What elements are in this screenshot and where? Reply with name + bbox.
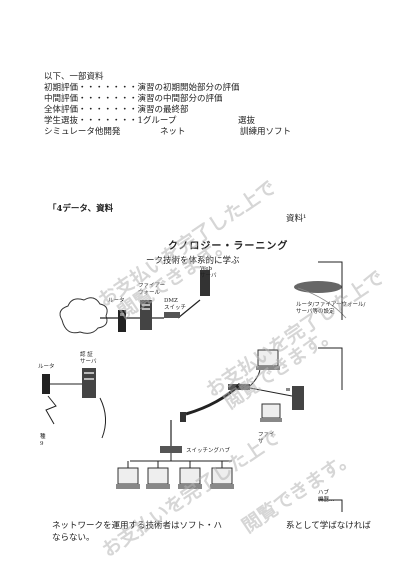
intro-line-3: 全体評価・・・・・・・演習の最終部 [44, 105, 189, 115]
monitor-middle-right [261, 403, 281, 419]
bottom-left-label: 種 9 [40, 434, 46, 447]
firewall-label: ファイアー ウォール [138, 283, 166, 296]
dmz-label: DMZ スイッチ [164, 298, 187, 311]
left-router-device [42, 374, 50, 394]
router-label: ルータ [108, 298, 125, 304]
switching-hub-device [160, 446, 182, 453]
document-subtitle: ーク技術を体系的に学ぶ [146, 256, 240, 266]
document-title: クノロジー・ラーニング [168, 241, 289, 252]
router-settings-label: ルータ/ファイアーウォール/ サーバ等の設定 [296, 302, 366, 315]
section-heading: 「4データ、資料 [48, 204, 114, 214]
file-server-label: ファイ ザ [258, 432, 275, 445]
router-device [118, 310, 126, 332]
right-bracket-top [318, 261, 343, 320]
auth-server-label: 認 証 サーバ [80, 352, 97, 365]
web-server-label: Web サーバ [200, 266, 217, 279]
firewall-device [140, 300, 152, 330]
switching-hub-label: スイッチングハブ [186, 448, 231, 454]
intro-line-5c: 訓練用ソフト [240, 127, 292, 137]
material-label: 資料¹ [286, 214, 307, 224]
intro-line-0: 以下、一部資料 [44, 72, 104, 82]
intro-line-5a: シミュレータ他開発 [44, 127, 121, 137]
bottom-right-label: ハブ 機器… [318, 490, 335, 503]
footer-line-1b: 系として学ばなければ [286, 521, 371, 531]
bottom-workstations [116, 467, 234, 489]
footer-line-2: ならない。 [52, 533, 95, 543]
intro-line-5b: ネット [160, 127, 186, 137]
intro-line-1: 初期評価・・・・・・・演習の初期開始部分の評価 [44, 83, 240, 93]
left-router-label: ルータ [38, 364, 55, 370]
intro-line-4b: 選抜 [238, 116, 256, 126]
server-oval [294, 281, 342, 293]
intro-line-2: 中間評価・・・・・・・演習の中間部分の評価 [44, 94, 223, 104]
footer-line-1a: ネットワークを運用する技術者はソフト・ハ [52, 521, 223, 531]
dmz-switch-device [164, 312, 180, 318]
file-server-device [292, 386, 304, 410]
cloud-left-shape [59, 297, 108, 334]
auth-server-device [82, 368, 96, 398]
monitor-top-right [257, 349, 279, 367]
intro-line-4a: 学生選抜・・・・・・・1グループ [44, 116, 177, 126]
web-server-device [200, 270, 210, 296]
